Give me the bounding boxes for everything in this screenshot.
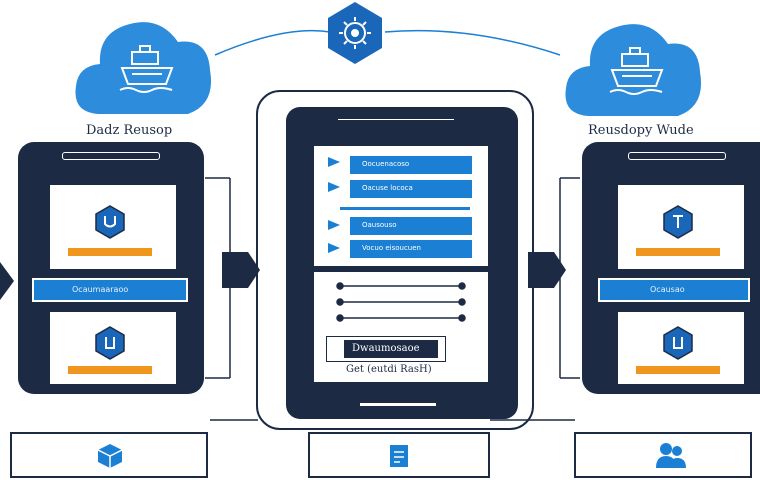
right-upper-orange-bar [636, 248, 720, 256]
center-label-box [326, 336, 446, 362]
right-cloud-label: Reusdopy Wude [588, 123, 694, 138]
right-center-bar-label: Ocausao [650, 285, 685, 294]
left-center-bar-label: Ocaumaaraoo [72, 285, 129, 294]
list-item-bar[interactable] [350, 217, 472, 235]
shield-icon [663, 326, 693, 360]
left-upper-orange-bar [68, 248, 152, 256]
ship-icon [119, 45, 174, 93]
left-cloud-label: Dadz Reusop [86, 123, 173, 138]
document-icon [390, 445, 408, 467]
cube-icon [97, 444, 123, 468]
list-divider [340, 207, 470, 210]
list-item[interactable] [328, 157, 340, 167]
list-item-label: Oacuse lococa [362, 184, 413, 192]
arrow-center-to-right [528, 252, 566, 288]
shield-icon [95, 205, 125, 239]
ship-icon [609, 47, 664, 95]
center-box-caption: Get (eutdi RasH) [346, 364, 432, 375]
right-lower-orange-bar [636, 366, 720, 374]
left-edge-arrow [0, 262, 14, 300]
list-item-label: Oausouso [362, 221, 397, 229]
arrow-left-to-center [222, 252, 260, 288]
center-label-inner [344, 340, 438, 358]
list-item-bar[interactable] [350, 180, 472, 198]
bottom-right-box[interactable] [574, 432, 752, 478]
shield-icon [663, 205, 693, 239]
slider-lines[interactable] [330, 278, 470, 326]
right-device-notch [628, 152, 726, 160]
center-box-label: Dwaumosaoe [352, 343, 420, 354]
left-center-bar [32, 278, 188, 302]
center-device-notch [338, 119, 454, 124]
left-device-notch [62, 152, 160, 160]
list-item-bar[interactable] [350, 156, 472, 174]
list-item-label: Vocuo eisoucuen [362, 244, 421, 252]
list-item[interactable] [328, 220, 340, 230]
list-item-label: Oocuenacoso [362, 160, 410, 168]
left-lower-orange-bar [68, 366, 152, 374]
list-item-bar[interactable] [350, 240, 472, 258]
bottom-left-box[interactable] [10, 432, 208, 478]
people-icon [656, 443, 686, 468]
bottom-center-box[interactable] [308, 432, 490, 478]
center-screen-lower [314, 272, 488, 382]
list-item[interactable] [328, 182, 340, 192]
right-center-bar [598, 278, 750, 302]
gear-cog-icon [328, 2, 382, 64]
center-home-indicator [360, 403, 436, 406]
list-item[interactable] [328, 243, 340, 253]
shield-icon [95, 326, 125, 360]
